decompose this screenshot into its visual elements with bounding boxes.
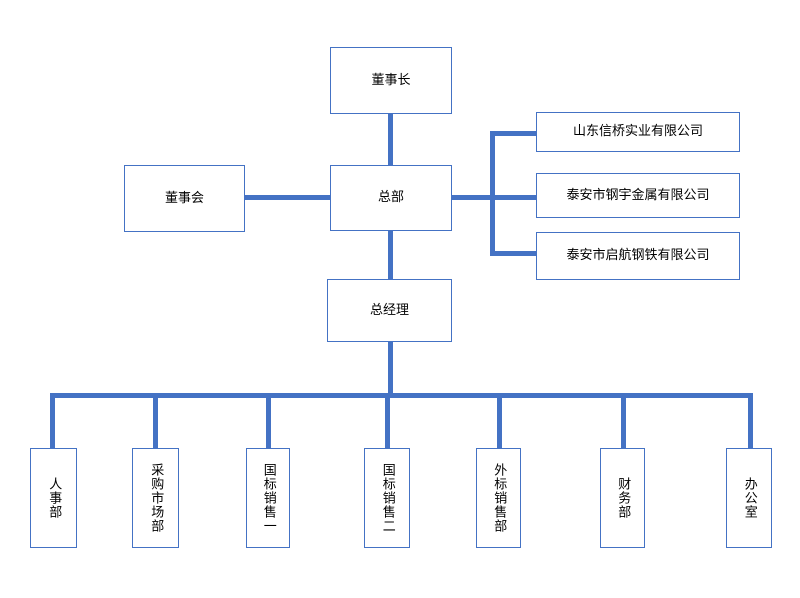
connector-bus-to-department-5: [497, 393, 502, 449]
connector-bus-to-department-4: [385, 393, 390, 449]
node-chairman-label: 董事长: [371, 72, 411, 88]
node-department-gb-sales-two-label: 国标销售二: [379, 463, 395, 533]
connector-trunk-to-subsidiary-1: [490, 131, 537, 136]
connector-bus-to-department-1: [50, 393, 55, 449]
node-headquarters-label: 总部: [377, 190, 404, 206]
node-department-office[interactable]: 办公室: [726, 448, 772, 548]
node-subsidiary-1-label: 山东信桥实业有限公司: [572, 124, 703, 140]
connector-trunk-to-subsidiary-3: [490, 251, 537, 256]
connector-bus-to-department-7: [748, 393, 753, 449]
node-subsidiary-3[interactable]: 泰安市启航钢铁有限公司: [536, 232, 740, 280]
connector-bus-to-department-3: [266, 393, 271, 449]
connector-subsidiary-trunk: [490, 131, 495, 256]
node-department-procurement-marketing-label: 采购市场部: [148, 463, 164, 533]
node-department-gb-sales-one-label: 国标销售一: [260, 463, 276, 533]
node-subsidiary-1[interactable]: 山东信桥实业有限公司: [536, 112, 740, 152]
connector-trunk-to-subsidiary-2: [490, 195, 537, 200]
connector-bus-to-department-6: [621, 393, 626, 449]
node-board-of-directors-label: 董事会: [164, 190, 204, 206]
node-headquarters[interactable]: 总部: [330, 165, 452, 231]
connector-board-to-headquarters: [244, 195, 332, 200]
node-department-finance-label: 财务部: [615, 477, 631, 519]
node-general-manager-label: 总经理: [369, 302, 409, 318]
node-department-export-sales[interactable]: 外标销售部: [476, 448, 521, 548]
node-subsidiary-2-label: 泰安市钢宇金属有限公司: [566, 187, 710, 203]
node-department-gb-sales-one[interactable]: 国标销售一: [246, 448, 290, 548]
node-department-export-sales-label: 外标销售部: [491, 463, 507, 533]
node-subsidiary-2[interactable]: 泰安市钢宇金属有限公司: [536, 173, 740, 218]
connector-general-manager-to-department-bus: [388, 342, 393, 398]
connector-headquarters-to-subsidiary-trunk: [451, 195, 495, 200]
node-department-office-label: 办公室: [741, 477, 757, 519]
connector-department-bus: [50, 393, 753, 398]
node-general-manager[interactable]: 总经理: [327, 279, 452, 342]
connector-headquarters-to-general-manager: [388, 229, 393, 280]
node-department-hr-label: 人事部: [46, 477, 62, 519]
connector-chairman-to-headquarters: [388, 113, 393, 166]
node-department-gb-sales-two[interactable]: 国标销售二: [364, 448, 410, 548]
node-department-finance[interactable]: 财务部: [600, 448, 645, 548]
node-department-hr[interactable]: 人事部: [30, 448, 77, 548]
node-board-of-directors[interactable]: 董事会: [124, 165, 245, 232]
node-department-procurement-marketing[interactable]: 采购市场部: [132, 448, 179, 548]
connector-bus-to-department-2: [153, 393, 158, 449]
node-chairman[interactable]: 董事长: [330, 47, 452, 114]
node-subsidiary-3-label: 泰安市启航钢铁有限公司: [566, 248, 710, 264]
